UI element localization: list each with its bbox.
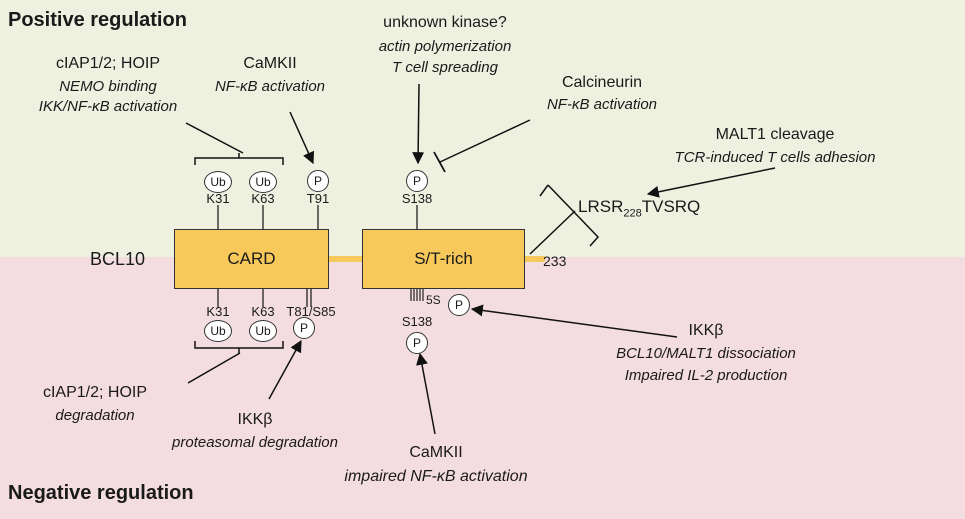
impaired-nfkb-effect: impaired NF-κB activation [344,468,528,485]
nemo-binding-effect: NEMO binding [59,78,157,95]
calcineurin-effect: NF-κB activation [546,96,658,113]
motif-position: 228 [623,207,642,220]
bcl10-malt1-dissociation-effect: BCL10/MALT1 dissociation [616,345,796,362]
ub-bracket-bottom [194,341,284,353]
phospho-s138-negative: P [406,332,428,354]
arrow-malt1 [646,167,776,198]
residue-s138-top: S138 [401,191,433,206]
card-domain: CARD [174,229,329,289]
malt1-cleavage-motif: LRSR228TVSRQ [578,197,700,219]
residue-k63-top: K63 [251,191,275,206]
ikkb-degradation-label: IKKβ [237,411,273,428]
inhibit-calcineurin [439,119,531,163]
arrow-camkii-top [289,111,315,165]
arrow-ikkb-dissociation [470,304,678,338]
unknown-kinase-label: unknown kinase? [383,14,507,31]
negative-regulation-title: Negative regulation [8,482,194,504]
length-end-label: 233 [543,253,567,269]
residue-k31-top: K31 [206,191,230,206]
arrow-unknown-kinase [412,83,425,165]
motif-bracket [529,184,600,255]
phospho-t81-s85: P [293,317,315,339]
phospho-t91: P [307,170,329,192]
ciap-hoip-positive-label: cIAP1/2; HOIP [55,55,161,72]
camkii-positive-label: CaMKII [243,55,297,72]
calcineurin-label: Calcineurin [561,74,643,91]
inhibit-bar [433,151,446,173]
malt1-effect: TCR-induced T cells adhesion [674,149,876,166]
phospho-s138-positive: P [406,170,428,192]
arrow-ciap-top [185,122,244,154]
degradation-effect: degradation [55,407,135,424]
positive-regulation-title: Positive regulation [8,9,187,31]
residue-t91: T91 [306,191,330,206]
ub-k31-positive: Ub [204,171,232,193]
arrow-ciap-bottom [187,352,241,384]
camkii-positive-effect: NF-κB activation [214,78,326,95]
protein-name: BCL10 [90,249,146,269]
residue-k63-bottom: K63 [251,304,275,319]
proteasomal-degradation-effect: proteasomal degradation [172,434,338,451]
residue-k31-bottom: K31 [206,304,230,319]
ub-k31-negative: Ub [204,320,232,342]
st-rich-domain: S/T-rich [362,229,525,289]
t-cell-spreading-effect: T cell spreading [392,59,498,76]
negative-regulation-region [0,257,965,519]
ub-k63-positive: Ub [249,171,277,193]
ub-k63-negative: Ub [249,320,277,342]
residue-t81-s85: T81/S85 [286,304,336,319]
camkii-negative-label: CaMKII [409,444,463,461]
phospho-5s: P [448,294,470,316]
actin-polymerization-effect: actin polymerization [378,38,512,55]
motif-prefix: LRSR [578,197,624,216]
ciap-hoip-negative-label: cIAP1/2; HOIP [42,384,148,401]
impaired-il2-effect: Impaired IL-2 production [624,367,788,384]
motif-suffix: TVSRQ [641,197,701,216]
ikkb-dissociation-label: IKKβ [688,322,724,339]
five-s-ticks [410,289,424,301]
five-s-label: 5S [426,293,441,307]
ub-bracket-top [194,153,284,165]
positive-regulation-region [0,0,965,257]
ikk-nfkb-activation-effect: IKK/NF-κB activation [38,98,178,115]
malt1-cleavage-label: MALT1 cleavage [715,126,835,143]
residue-s138-bottom: S138 [401,314,433,329]
arrow-ikkb-degradation [268,339,302,400]
arrow-camkii-bottom [416,352,436,435]
